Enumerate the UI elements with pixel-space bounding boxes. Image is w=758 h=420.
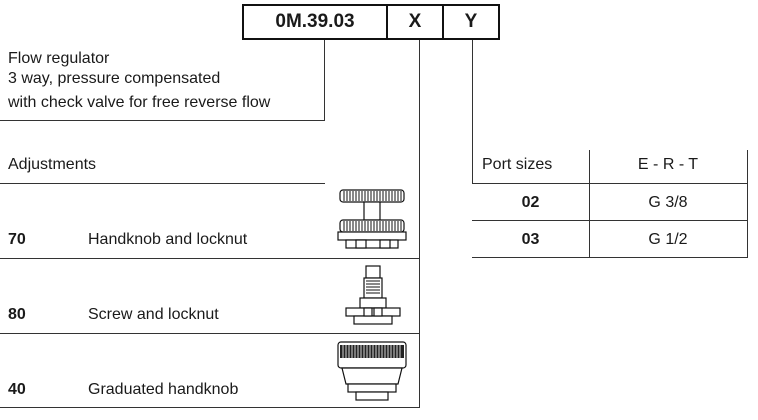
order-code-option-y: Y xyxy=(442,4,500,40)
description-underline xyxy=(0,120,325,121)
adjustment-code: 80 xyxy=(8,306,26,323)
screw-locknut-icon xyxy=(345,265,401,325)
graduated-handknob-icon xyxy=(337,341,407,401)
adjustment-label: Screw and locknut xyxy=(88,306,219,323)
connector-y xyxy=(472,40,473,184)
port-code: 03 xyxy=(521,231,540,248)
port-sizes-ert-header: E - R - T xyxy=(637,156,699,173)
port-row-divider xyxy=(472,220,748,221)
port-row-divider xyxy=(472,257,748,258)
order-code-x-text: X xyxy=(408,11,422,32)
adjustment-code: 40 xyxy=(8,381,26,398)
adjustments-header: Adjustments xyxy=(8,156,97,173)
adjustment-code: 70 xyxy=(8,231,26,248)
adjustment-row-divider xyxy=(0,258,419,259)
connector-base xyxy=(324,40,325,120)
description-line-3: with check valve for free reverse flow xyxy=(8,94,271,111)
order-code-base: 0M.39.03 xyxy=(242,4,388,40)
order-code-option-x: X xyxy=(386,4,444,40)
description-line-2: 3 way, pressure compensated xyxy=(8,70,221,87)
order-code-y-text: Y xyxy=(464,11,478,32)
port-table-right-edge xyxy=(747,150,748,258)
adjustment-label: Handknob and locknut xyxy=(88,231,248,248)
port-size: G 1/2 xyxy=(648,231,688,248)
order-code-base-text: 0M.39.03 xyxy=(275,11,355,32)
adjustment-label: Graduated handknob xyxy=(88,381,239,398)
port-sizes-header: Port sizes xyxy=(482,156,553,173)
adjustment-row-divider xyxy=(0,333,419,334)
handknob-locknut-icon xyxy=(337,189,407,249)
port-table-divider xyxy=(589,150,590,258)
port-table-header-rule xyxy=(472,183,748,184)
connector-x xyxy=(419,40,420,408)
port-size: G 3/8 xyxy=(648,194,688,211)
adjustment-row-divider xyxy=(0,407,419,408)
adjustments-header-rule xyxy=(0,183,325,184)
port-code: 02 xyxy=(521,194,540,211)
description-line-1: Flow regulator xyxy=(8,50,110,67)
